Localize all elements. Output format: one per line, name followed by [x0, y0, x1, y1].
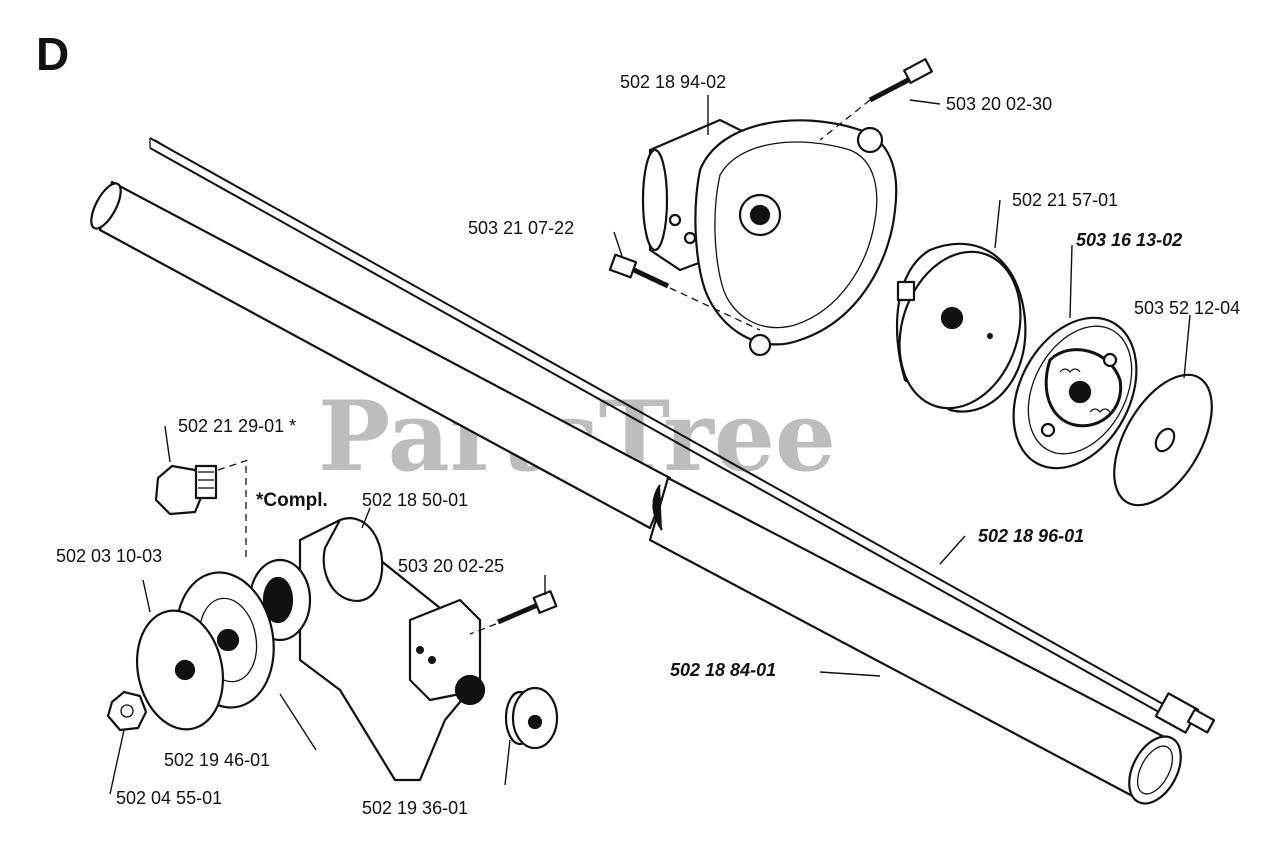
clutch-housing	[641, 118, 898, 357]
label-503-16-13-02: 503 16 13-02	[1076, 230, 1182, 250]
label-502-04-55-01: 502 04 55-01	[116, 788, 222, 808]
clutch-assembly	[1012, 316, 1138, 470]
label-503-52-12-04: 503 52 12-04	[1134, 298, 1240, 318]
leader-lines	[109, 95, 1191, 795]
section-letter: D	[36, 28, 69, 80]
part-labels: 502 18 94-02 503 20 02-30 503 21 07-22 5…	[56, 72, 1240, 818]
label-compl: *Compl.	[256, 490, 328, 511]
label-502-21-29-01: 502 21 29-01 *	[178, 416, 296, 436]
gear-housing	[248, 517, 486, 782]
collar	[504, 686, 559, 750]
tube	[90, 180, 1182, 805]
screw-503-21-07-22	[608, 253, 761, 331]
label-503-20-02-30: 503 20 02-30	[946, 94, 1052, 114]
label-502-18-50-01: 502 18 50-01	[362, 490, 468, 510]
plug	[154, 459, 249, 560]
label-502-18-84-01: 502 18 84-01	[670, 660, 776, 680]
washer	[1113, 373, 1213, 507]
label-502-03-10-03: 502 03 10-03	[56, 546, 162, 566]
label-502-21-57-01: 502 21 57-01	[1012, 190, 1118, 210]
label-502-19-36-01: 502 19 36-01	[362, 798, 468, 818]
drive-shaft	[149, 137, 1216, 734]
screw-503-20-02-25	[469, 590, 558, 635]
label-502-18-96-01: 502 18 96-01	[978, 526, 1084, 546]
label-502-19-46-01: 502 19 46-01	[164, 750, 270, 770]
label-503-20-02-25: 503 20 02-25	[398, 556, 504, 576]
flange-and-cover	[135, 571, 275, 731]
label-502-18-94-02: 502 18 94-02	[620, 72, 726, 92]
label-503-21-07-22: 503 21 07-22	[468, 218, 574, 238]
clutch-drum	[896, 242, 1027, 413]
bolt-503-20-02-30	[819, 58, 933, 141]
nut	[106, 690, 148, 732]
